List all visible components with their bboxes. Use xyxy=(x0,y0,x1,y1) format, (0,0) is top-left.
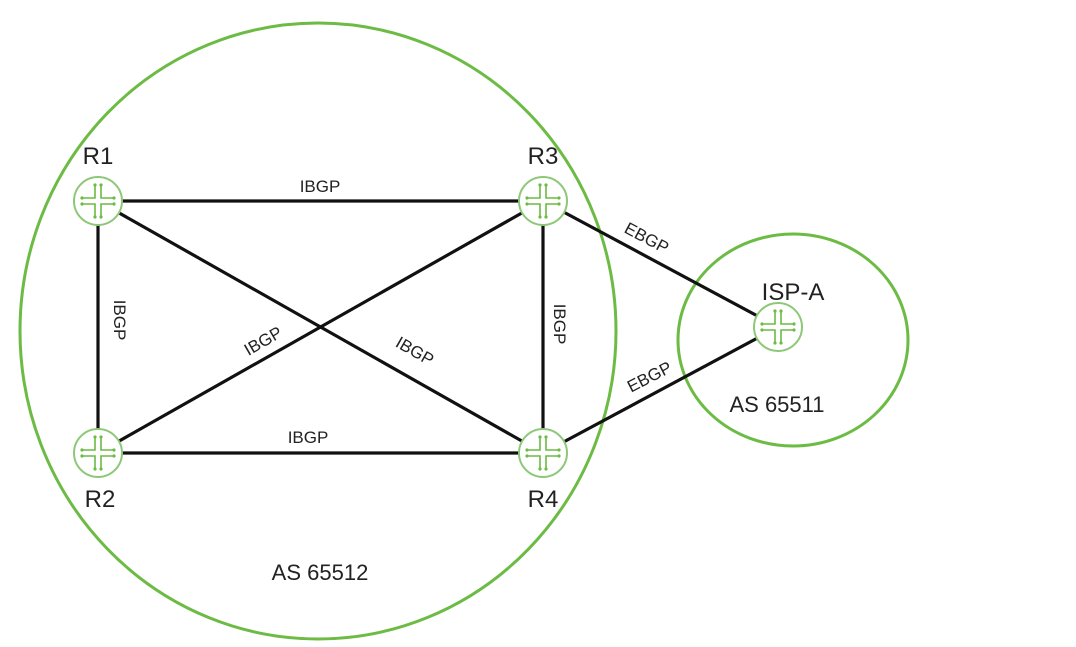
link-label-r1-r2: IBGP xyxy=(110,300,129,341)
as-label-65512: AS 65512 xyxy=(272,560,369,585)
link-labels: IBGP IBGP IBGP IBGP IBGP IBGP EBGP EBGP xyxy=(110,177,675,447)
router-r3[interactable] xyxy=(518,176,568,226)
router-arrows-icon xyxy=(525,435,561,471)
routers xyxy=(73,176,803,478)
node-label-r3: R3 xyxy=(528,143,559,170)
link-label-r2-r3: IBGP xyxy=(241,323,286,360)
node-label-r1: R1 xyxy=(83,143,114,170)
router-r4[interactable] xyxy=(518,428,568,478)
node-label-r4: R4 xyxy=(528,486,559,513)
link-label-r2-r4: IBGP xyxy=(288,428,329,447)
router-arrows-icon xyxy=(80,435,116,471)
router-arrows-icon xyxy=(80,183,116,219)
node-labels: R1 R2 R3 R4 ISP-A xyxy=(83,143,825,513)
links xyxy=(96,199,779,455)
link-label-r3-isp: EBGP xyxy=(621,219,672,258)
router-icon xyxy=(518,176,568,226)
router-arrows-icon xyxy=(760,309,796,345)
router-isp-a[interactable] xyxy=(753,302,803,352)
link-label-r1-r4: IBGP xyxy=(392,333,437,370)
node-label-isp-a: ISP-A xyxy=(762,279,825,306)
link-r4-isp-a xyxy=(542,325,779,455)
router-arrows-icon xyxy=(525,183,561,219)
link-r3-isp-a xyxy=(542,199,779,329)
as-label-65511: AS 65511 xyxy=(729,392,824,417)
router-icon xyxy=(73,176,123,226)
as-65511-boundary xyxy=(676,232,910,448)
router-icon xyxy=(753,302,803,352)
router-icon xyxy=(518,428,568,478)
router-r2[interactable] xyxy=(73,428,123,478)
link-r1-r4 xyxy=(97,199,544,455)
as-labels: AS 65512 AS 65511 xyxy=(272,392,825,585)
link-label-r4-isp: EBGP xyxy=(624,358,675,396)
link-label-r1-r3: IBGP xyxy=(300,177,341,196)
as-65512-boundary xyxy=(18,21,618,641)
as-boundaries xyxy=(18,21,910,641)
link-label-r3-r4: IBGP xyxy=(550,304,569,345)
router-r1[interactable] xyxy=(73,176,123,226)
node-label-r2: R2 xyxy=(85,486,116,513)
router-icon xyxy=(73,428,123,478)
